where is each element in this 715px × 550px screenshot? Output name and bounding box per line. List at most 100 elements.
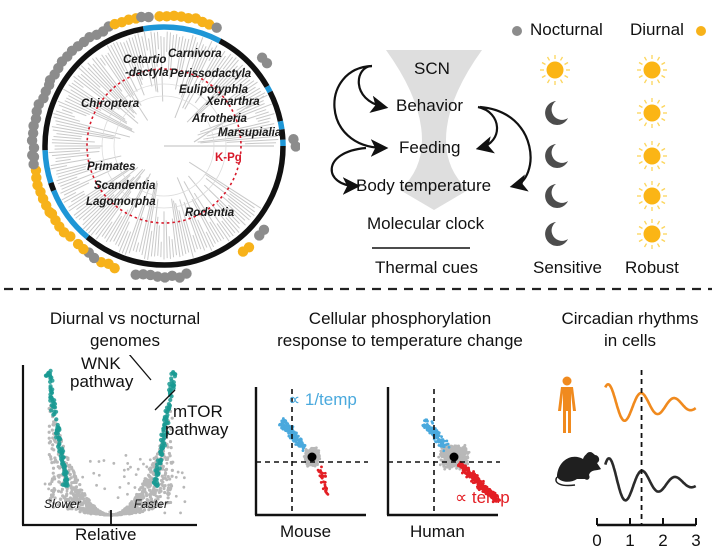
tree-branch — [237, 79, 251, 90]
direct-temp-point — [460, 465, 464, 468]
direct-temp-point — [490, 494, 493, 498]
tree-branch — [210, 50, 226, 74]
volcano-point — [50, 428, 54, 432]
arrow-scn-behavior — [357, 64, 389, 113]
tree-branch — [200, 135, 277, 144]
volcano-point — [182, 485, 186, 489]
tree-branch — [95, 176, 142, 235]
clade-label-scandentia: Scandentia — [94, 180, 156, 192]
tree-branch — [92, 63, 137, 115]
ring-segment — [142, 24, 222, 44]
tree-branch — [56, 133, 83, 138]
tree-branch — [187, 35, 194, 57]
volcano-significant-point — [43, 373, 49, 378]
volcano-point — [52, 501, 56, 505]
mouse-icon — [555, 452, 601, 487]
tree-branch — [60, 162, 121, 187]
sun-moon-grid — [540, 55, 667, 249]
tree-branch — [141, 180, 158, 256]
volcano-point — [127, 482, 130, 485]
volcano-point — [168, 440, 173, 444]
nocturnal-dot — [143, 11, 154, 23]
volcano-point — [163, 483, 167, 488]
rhythm-x-tick-label: 0 — [592, 531, 601, 550]
tree-branch — [73, 80, 84, 88]
tree-branch — [193, 192, 225, 240]
volcano-point — [72, 474, 76, 478]
tree-branch — [123, 42, 145, 96]
volcano-point — [50, 461, 54, 465]
volcano-point — [166, 458, 169, 462]
inverse-temp-point — [282, 423, 286, 426]
human-rhythm-curve — [604, 382, 697, 422]
volcano-point — [176, 470, 180, 474]
clade-label-marsupialia: Marsupialia — [218, 127, 282, 139]
clade-label-rodentia: Rodentia — [185, 207, 235, 219]
inverse-temp-point — [430, 430, 433, 434]
tree-branch — [99, 57, 106, 66]
volcano-point — [152, 456, 156, 460]
volcano-point — [51, 466, 56, 470]
tree-branch — [56, 155, 122, 172]
volcano-significant-point — [57, 442, 62, 447]
tree-branch — [121, 231, 132, 254]
volcano-point — [146, 498, 150, 502]
inverse-temp-point — [430, 420, 434, 424]
tree-branch — [124, 183, 152, 255]
tree-branch — [188, 175, 236, 234]
volcano-point — [79, 503, 83, 507]
volcano-point — [126, 505, 130, 509]
mtor-label-line2: pathway — [165, 420, 229, 439]
volcano-point — [136, 500, 140, 504]
tree-branch — [143, 31, 148, 51]
volcano-point — [138, 457, 142, 461]
nocturnal-dot — [254, 230, 265, 241]
tree-branch — [113, 177, 148, 242]
volcano-point — [84, 503, 89, 507]
tree-branch — [243, 92, 266, 105]
inverse-temp-point — [288, 436, 292, 440]
inverse-temp-point — [294, 437, 298, 441]
volcano-point — [88, 459, 92, 463]
level-molecular-clock: Molecular clock — [367, 214, 485, 233]
tree-branch — [141, 36, 153, 87]
volcano-significant-point — [158, 457, 163, 463]
direct-temp-point — [470, 472, 473, 476]
diurnal-dot — [237, 246, 249, 257]
volcano-point — [122, 468, 126, 472]
volcano-significant-point — [166, 420, 171, 426]
tree-branch — [173, 34, 178, 56]
scatter-point — [438, 463, 442, 467]
direct-temp-point — [459, 462, 463, 466]
volcano-point — [97, 460, 101, 463]
volcano-point — [149, 506, 153, 510]
volcano-significant-point — [158, 461, 163, 466]
volcano-point — [57, 503, 61, 507]
tree-branch — [128, 37, 143, 80]
volcano-significant-point — [160, 444, 166, 449]
volcano-point — [92, 511, 96, 516]
volcano-point — [153, 498, 158, 502]
volcano-point — [161, 484, 165, 488]
volcano-point — [67, 465, 71, 469]
inverse-temp-point — [284, 427, 288, 431]
tree-branch — [182, 47, 213, 109]
volcano-point — [90, 507, 94, 512]
mtor-label-line1: mTOR — [173, 402, 223, 421]
volcano-point — [53, 456, 57, 460]
volcano-point — [81, 508, 85, 512]
volcano-point — [77, 488, 82, 492]
volcano-significant-point — [54, 417, 59, 422]
sun-icon — [637, 181, 667, 211]
scatter-point — [304, 452, 308, 455]
tree-branch — [54, 147, 101, 150]
volcano-point — [74, 480, 78, 485]
volcano-significant-point — [170, 381, 175, 386]
volcano-point — [69, 491, 73, 495]
mtor-leader-line — [154, 389, 176, 411]
volcano-point — [47, 453, 51, 457]
direct-temp-point — [464, 464, 467, 468]
volcano-point — [155, 488, 159, 492]
sensitive-column-label: Sensitive — [533, 258, 602, 277]
tree-branch — [229, 193, 256, 213]
